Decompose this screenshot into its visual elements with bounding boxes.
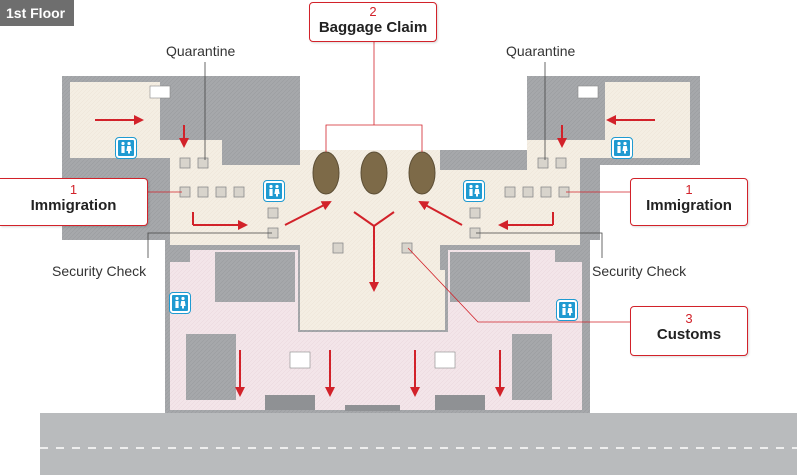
baggage-claim-callout: 2 Baggage Claim xyxy=(309,2,437,42)
immigration-callout-right: 1 Immigration xyxy=(630,178,748,226)
restroom-icon xyxy=(463,180,485,202)
restroom-icon xyxy=(556,299,578,321)
baggage-carousel-icon xyxy=(312,151,436,195)
arrival-floor-area xyxy=(70,82,690,330)
security-check-label-right: Security Check xyxy=(592,263,687,279)
immigration-number-left: 1 xyxy=(69,182,78,197)
floor-label: 1st Floor xyxy=(0,0,74,26)
restroom-icon xyxy=(263,180,285,202)
stairs-icon xyxy=(149,85,599,369)
customs-callout: 3 Customs xyxy=(630,306,748,356)
immigration-callout-left: 1 Immigration xyxy=(0,178,148,226)
baggage-claim-name: Baggage Claim xyxy=(318,19,428,36)
leader-lines xyxy=(147,40,630,323)
quarantine-label-right: Quarantine xyxy=(506,43,576,59)
immigration-number-right: 1 xyxy=(685,182,693,197)
restroom-icon xyxy=(611,137,633,159)
road xyxy=(40,413,797,475)
customs-name: Customs xyxy=(656,326,722,343)
quarantine-label-left: Quarantine xyxy=(166,43,236,59)
restroom-icon xyxy=(115,137,137,159)
security-check-label-left: Security Check xyxy=(52,263,147,279)
restroom-icon xyxy=(169,292,191,314)
immigration-name-left: Immigration xyxy=(30,197,117,214)
booth-icon xyxy=(179,157,570,254)
baggage-claim-number: 2 xyxy=(369,4,377,19)
direction-arrow-icon xyxy=(95,115,655,397)
inner-walls xyxy=(186,252,552,411)
customs-number: 3 xyxy=(685,311,693,326)
immigration-name-right: Immigration xyxy=(646,197,732,214)
